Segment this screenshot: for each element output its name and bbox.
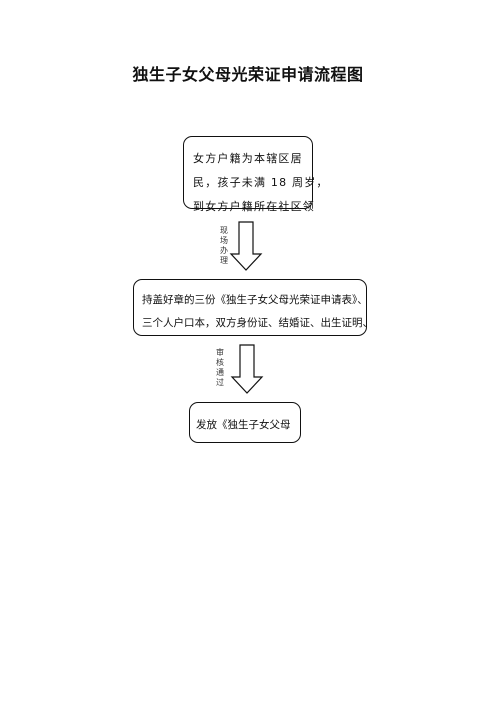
flowchart-title: 独生子女父母光荣证申请流程图 — [132, 65, 364, 84]
down-arrow-2 — [230, 344, 264, 394]
arrow-2-label-char: 过 — [216, 378, 224, 387]
arrow-1-label-char: 场 — [220, 236, 228, 245]
arrow-1-label-char: 现 — [220, 226, 228, 235]
arrow-1-label-char: 办 — [220, 246, 228, 255]
arrow-2-label: 审 核 通 过 — [215, 348, 225, 388]
step-2-line-1: 持盖好章的三份《独生子女父母光荣证申请表》、 — [142, 294, 368, 306]
step-1-box: 女方户籍为本辖区居 民，孩子未满 18 周岁， 到女方户籍所在社区领 — [183, 136, 329, 213]
step-2-box: 持盖好章的三份《独生子女父母光荣证申请表》、 三个人户口本，双方身份证、结婚证、… — [133, 279, 373, 336]
step-2-line-2: 三个人户口本，双方身份证、结婚证、出生证明、 — [142, 317, 373, 329]
step-3-box: 发放《独生子女父母 — [189, 402, 301, 443]
arrow-1-label: 现 场 办 理 — [219, 226, 229, 266]
arrow-1-label-char: 理 — [220, 256, 228, 265]
step-1-line-1: 女方户籍为本辖区居 — [193, 152, 303, 165]
arrow-2-label-char: 核 — [216, 358, 224, 367]
arrow-2-label-char: 通 — [216, 368, 224, 377]
step-1-line-3: 到女方户籍所在社区领 — [193, 200, 315, 213]
arrow-2-label-char: 审 — [216, 348, 224, 357]
down-arrow-1 — [229, 221, 263, 271]
step-1-line-2: 民，孩子未满 18 周岁， — [193, 176, 329, 189]
step-3-line-1: 发放《独生子女父母 — [196, 419, 291, 431]
